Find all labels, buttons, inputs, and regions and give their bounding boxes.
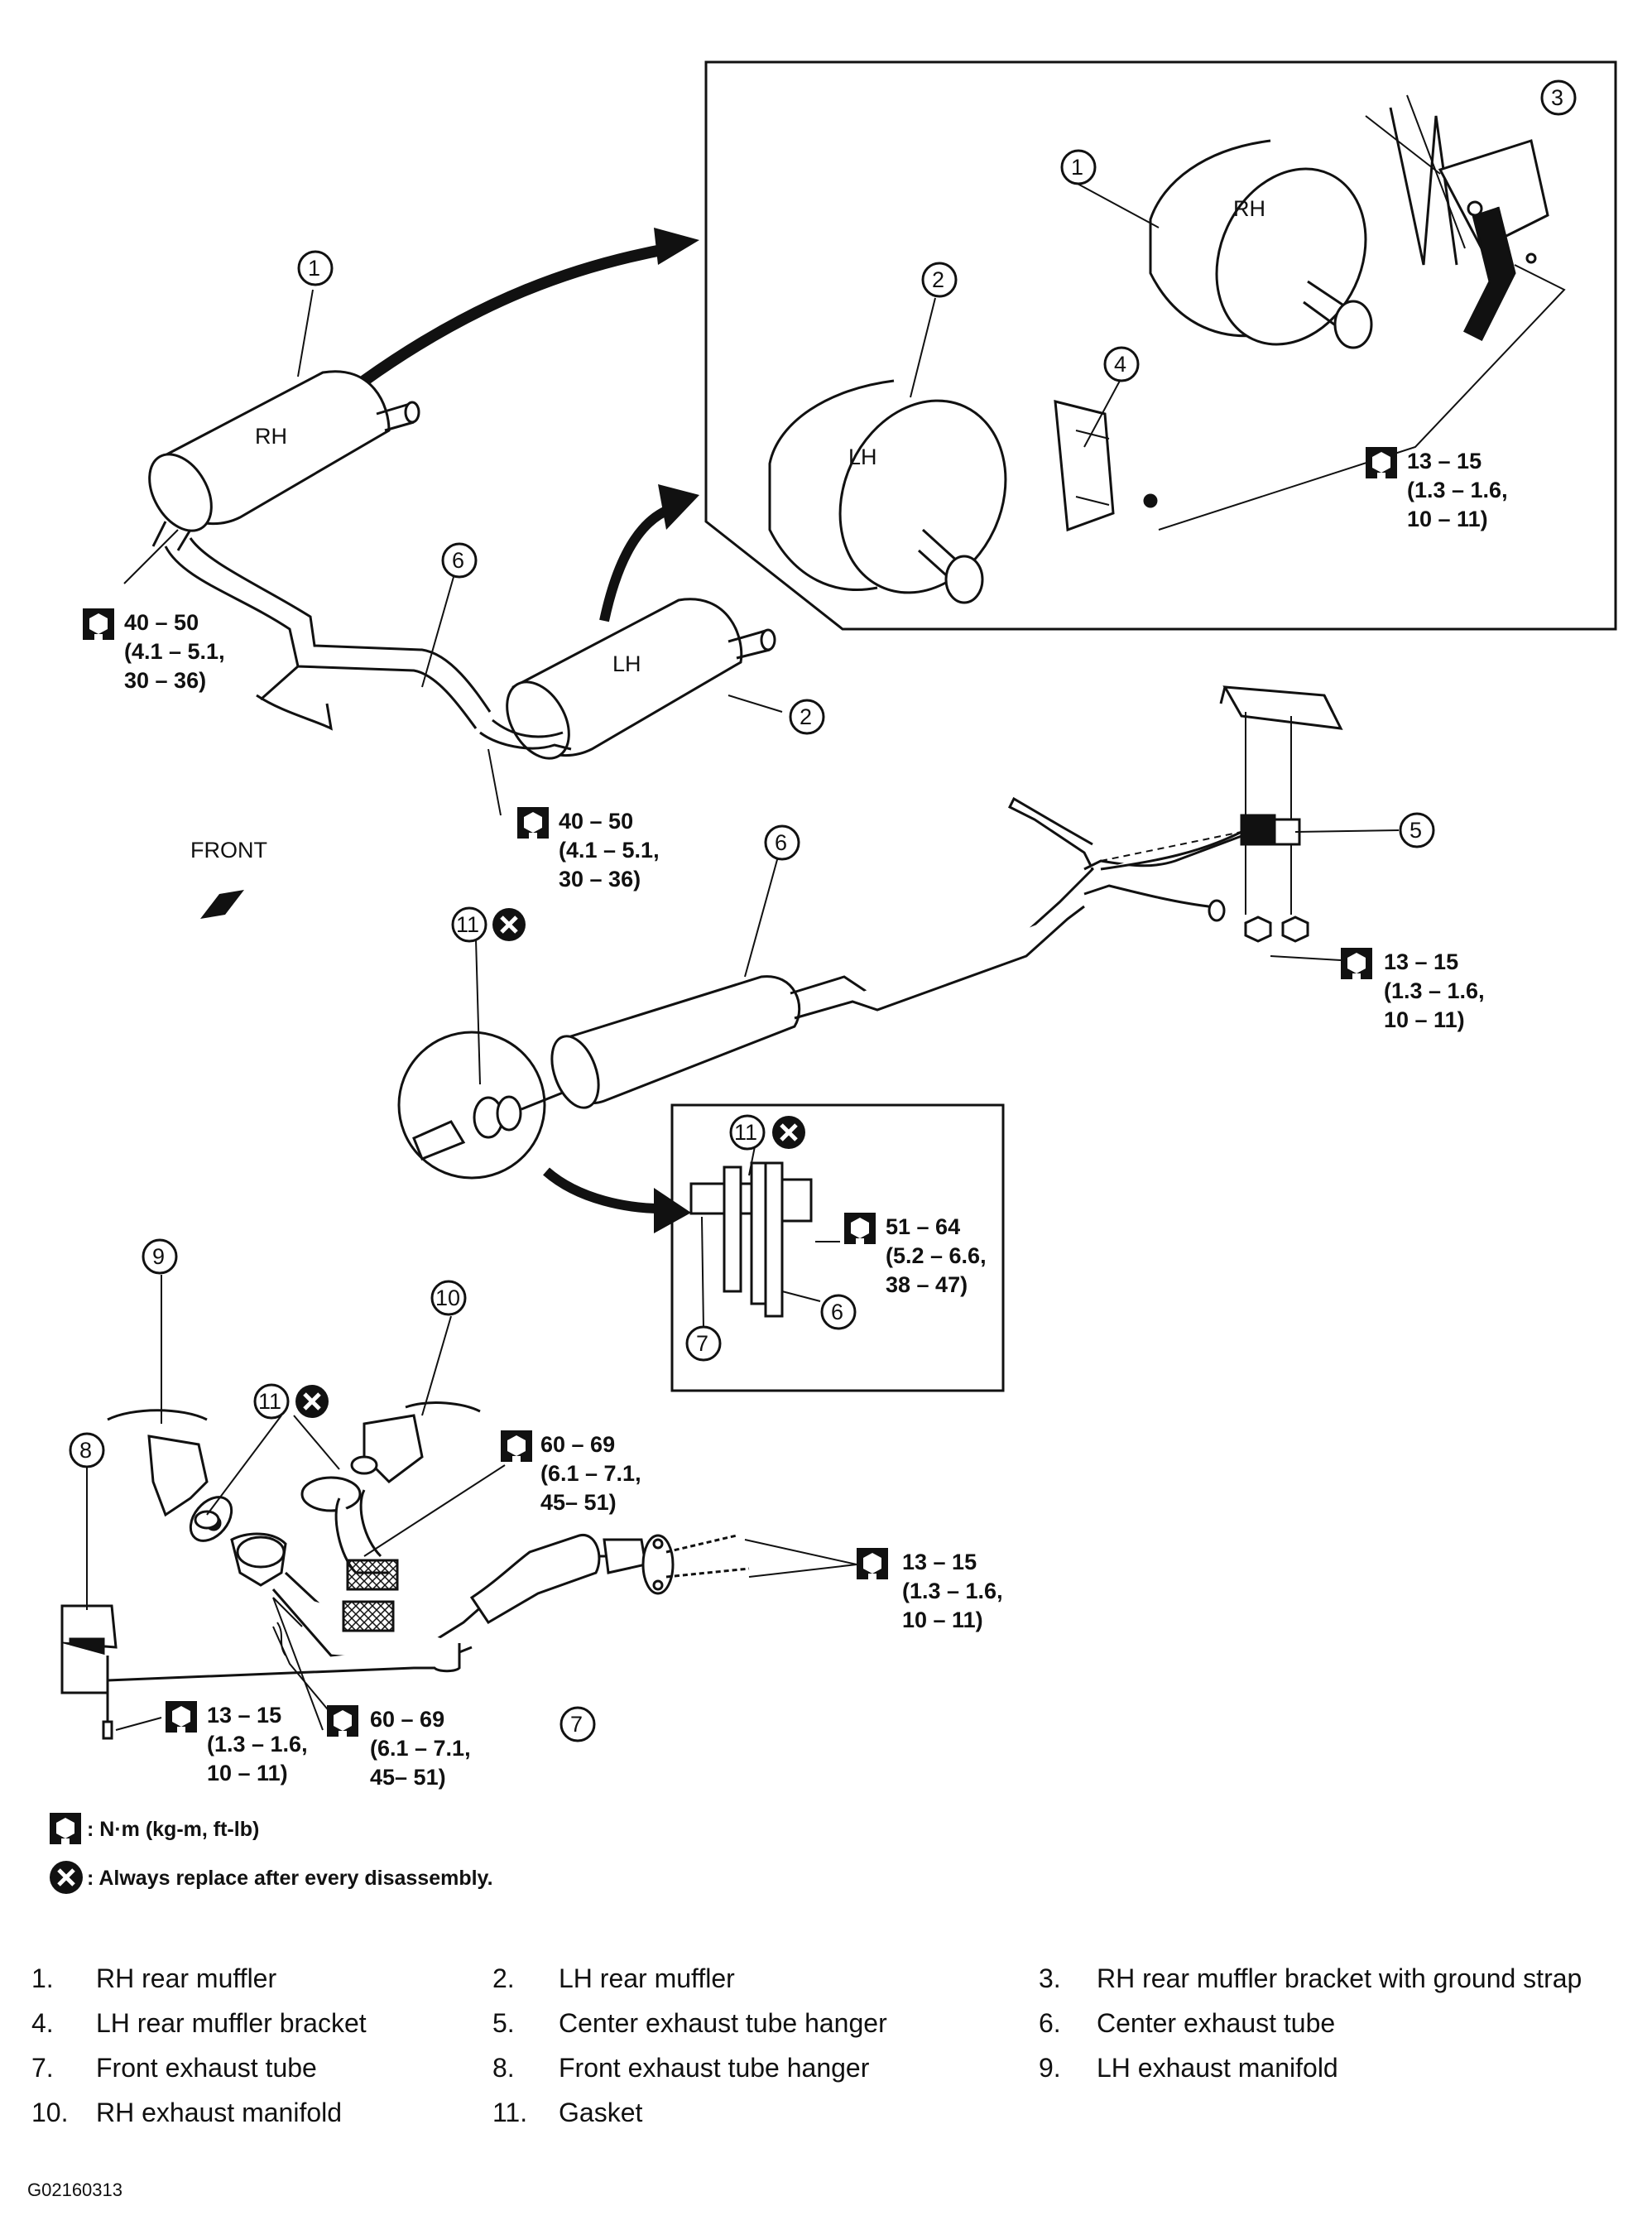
center-tube-upper: [164, 537, 572, 751]
replace-x-marks: [50, 908, 805, 1894]
leader-lines: [86, 115, 1441, 1731]
callout-2-inset: 2: [932, 267, 945, 292]
callout-1-main: 1: [308, 256, 321, 281]
muffler-bracket-detail-inset: [704, 60, 1617, 631]
torque-lh-manifold: 60 – 69(6.1 – 7.1,45– 51): [370, 1707, 471, 1790]
callout-3: 3: [1551, 85, 1564, 110]
callout-6-center: 6: [775, 830, 788, 855]
rh-exhaust-manifold: [300, 1401, 481, 1512]
callout-10: 10: [435, 1286, 461, 1310]
callout-9: 9: [152, 1244, 166, 1269]
callout-11-manifold: 11: [258, 1389, 282, 1414]
torque-center-joint: 51 – 64(5.2 – 6.6,38 – 47): [886, 1214, 987, 1297]
center-exhaust-tube: [550, 796, 1242, 1109]
rh-rear-muffler: [148, 370, 420, 551]
torque-center-hanger: 13 – 15(1.3 – 1.6,10 – 11): [1384, 949, 1485, 1032]
lh-rear-muffler: [506, 598, 776, 760]
torque-front-flange: 13 – 15(1.3 – 1.6,10 – 11): [902, 1550, 1003, 1632]
inset-rh-muffler: [1149, 94, 1466, 349]
callout-5: 5: [1409, 818, 1423, 843]
torque-rh-muffler-joint: 40 – 50(4.1 – 5.1,30 – 36): [124, 610, 225, 693]
callout-2-main: 2: [800, 704, 813, 729]
callout-4: 4: [1114, 352, 1127, 377]
inset-lh-bracket: [1054, 400, 1158, 532]
inset-rh-label: RH: [1233, 196, 1265, 221]
lh-exhaust-manifold: [107, 1409, 233, 1542]
center-joint-detail-box: [670, 1103, 1005, 1392]
inset-lh-muffler: [768, 379, 1007, 604]
callout-7-main: 7: [570, 1712, 583, 1737]
front-label: FRONT: [190, 838, 267, 863]
inset-ground-strap-line: [1158, 264, 1566, 531]
front-direction-arrow: [200, 890, 244, 919]
callout-7-detail: 7: [696, 1331, 709, 1356]
torque-rh-manifold: 60 – 69(6.1 – 7.1,45– 51): [540, 1432, 641, 1515]
inset-rh-bracket: [1438, 139, 1549, 342]
front-tube-hanger: [60, 1604, 118, 1740]
torque-lh-muffler-joint: 40 – 50(4.1 – 5.1,30 – 36): [559, 809, 660, 892]
front-exhaust-tube: [107, 1489, 750, 1682]
key-replace-note: : Always replace after every disassembly…: [87, 1867, 493, 1890]
center-hanger: [1219, 685, 1343, 943]
callout-6-detail: 6: [831, 1300, 844, 1324]
joint-detail-circle: [397, 1031, 564, 1180]
callout-8: 8: [79, 1438, 93, 1463]
callout-11-detail: 11: [734, 1120, 758, 1145]
callout-6-upper: 6: [452, 548, 465, 573]
torque-front-hanger: 13 – 15(1.3 – 1.6,10 – 11): [207, 1703, 308, 1785]
lh-muffler-label: LH: [612, 651, 641, 676]
callout-circles: [69, 79, 1577, 1742]
callout-11-center: 11: [456, 912, 480, 937]
rh-muffler-label: RH: [255, 424, 287, 449]
key-torque-unit: : N·m (kg-m, ft-lb): [87, 1818, 260, 1841]
figure-id: G02160313: [27, 2180, 122, 2200]
inset-lh-label: LH: [848, 445, 877, 469]
callout-1-inset: 1: [1071, 155, 1084, 180]
torque-muffler-bracket: 13 – 15(1.3 – 1.6,10 – 11): [1407, 449, 1508, 531]
